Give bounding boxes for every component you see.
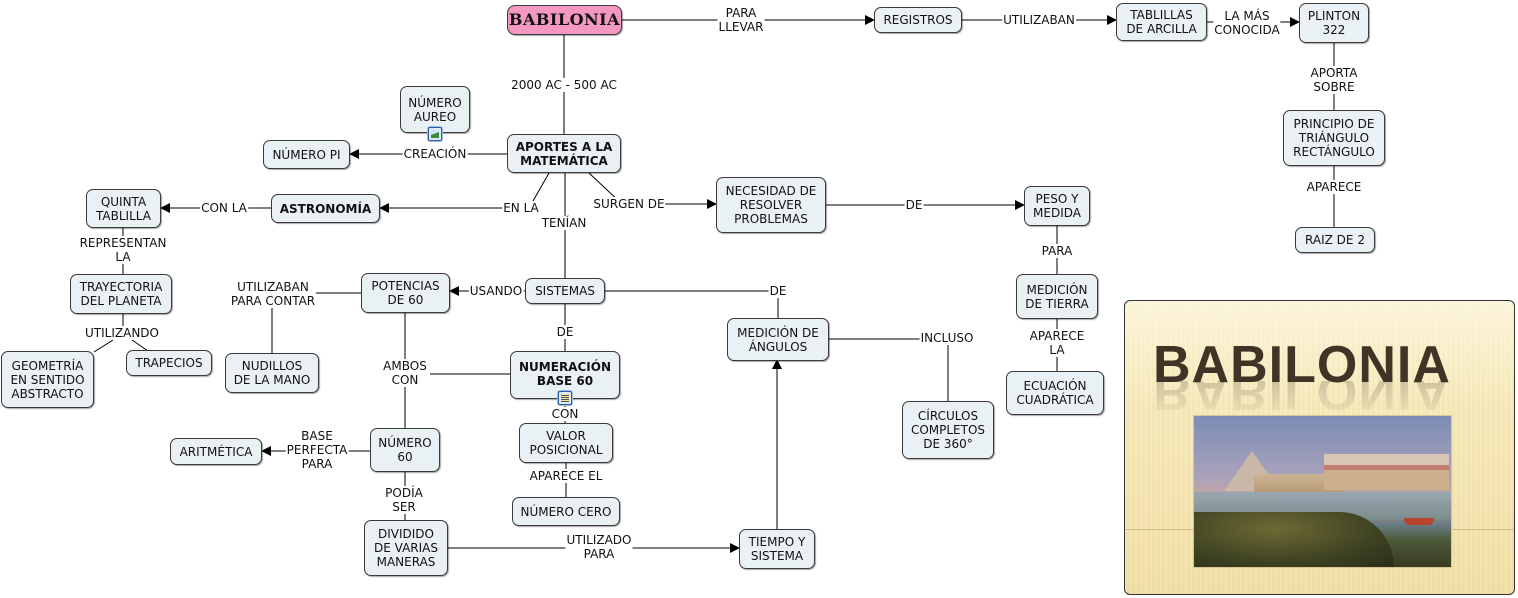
concept-numero-aureo[interactable]: NÚMERO AUREO: [400, 86, 470, 133]
link-surgen-de: SURGEN DE: [592, 197, 666, 211]
link-incluso: INCLUSO: [919, 331, 975, 345]
concept-raiz-de-2[interactable]: RAIZ DE 2: [1295, 227, 1375, 253]
concept-nudillos-de-la-mano[interactable]: NUDILLOS DE LA MANO: [225, 353, 319, 393]
link-para: PARA: [1040, 244, 1074, 258]
concept-dividido-varias-maneras[interactable]: DIVIDIDO DE VARIAS MANERAS: [364, 520, 448, 576]
concept-astronomia[interactable]: ASTRONOMÍA: [271, 194, 380, 223]
link-la-mas-conocida: LA MÁS CONOCIDA: [1213, 9, 1281, 37]
edge-utilizando-geometria: [93, 339, 114, 353]
concept-trapecios[interactable]: TRAPECIOS: [126, 350, 212, 376]
link-para-llevar: PARA LLEVAR: [717, 6, 765, 34]
palace-shape-right: [1324, 454, 1449, 490]
concept-aportes-matematica[interactable]: APORTES A LA MATEMÁTICA: [507, 134, 621, 173]
slide-title: BABILONIA: [1153, 336, 1451, 394]
link-podia-ser: PODÍA SER: [384, 486, 424, 514]
concept-tablillas-de-arcilla[interactable]: TABLILLAS DE ARCILLA: [1116, 3, 1207, 41]
concept-geometria-abstracto[interactable]: GEOMETRÍA EN SENTIDO ABSTRACTO: [1, 351, 94, 408]
link-de-numeracion: DE: [555, 325, 575, 339]
concept-numero-pi[interactable]: NÚMERO PI: [263, 140, 350, 169]
riverbank-shape: [1194, 512, 1394, 567]
link-ambos-con: AMBOS CON: [382, 359, 428, 387]
concept-medicion-de-tierra[interactable]: MEDICIÓN DE TIERRA: [1016, 274, 1098, 319]
link-con-la: CON LA: [200, 201, 248, 215]
link-aporta-sobre: APORTA SOBRE: [1309, 66, 1359, 94]
concept-quinta-tablilla[interactable]: QUINTA TABLILLA: [86, 189, 161, 228]
babilonia-slide-image[interactable]: BABILONIA BABILONIA: [1124, 300, 1515, 595]
link-utilizaban-para-contar: UTILIZABAN PARA CONTAR: [229, 280, 317, 308]
concept-potencias-de-60[interactable]: POTENCIAS DE 60: [361, 273, 450, 313]
concept-registros[interactable]: REGISTROS: [874, 7, 962, 33]
image-resource-icon[interactable]: [428, 127, 442, 141]
concept-numero-cero[interactable]: NÚMERO CERO: [512, 497, 620, 526]
edge-utilizando-trapecios: [131, 339, 149, 352]
link-aparece-la: APARECE LA: [1028, 329, 1086, 357]
link-en-la: EN LA: [502, 201, 540, 215]
concept-tiempo-y-sistema[interactable]: TIEMPO Y SISTEMA: [739, 529, 815, 569]
concept-sistemas[interactable]: SISTEMAS: [525, 278, 605, 304]
link-representan-la: REPRESENTAN LA: [78, 236, 168, 264]
link-utilizaban: UTILIZABAN: [1002, 13, 1076, 27]
link-con: CON: [550, 407, 580, 421]
edge-angulos-circulos: [829, 338, 949, 401]
concept-principio-triangulo[interactable]: PRINCIPIO DE TRIÁNGULO RECTÁNGULO: [1283, 110, 1385, 166]
babylon-palace-painting: [1193, 415, 1452, 568]
link-tenian: TENÍAN: [540, 216, 588, 230]
concept-medicion-de-angulos[interactable]: MEDICIÓN DE ÁNGULOS: [727, 318, 829, 361]
link-utilizado-para: UTILIZADO PARA: [565, 533, 633, 561]
concept-aritmetica[interactable]: ARITMÉTICA: [170, 438, 262, 465]
boat-shape: [1404, 518, 1434, 525]
link-base-perfecta-para: BASE PERFECTA PARA: [285, 429, 349, 471]
link-creacion: CREACIÓN: [402, 147, 468, 161]
link-de-medicion: DE: [768, 284, 788, 298]
link-utilizando: UTILIZANDO: [84, 326, 160, 340]
document-resource-icon[interactable]: [558, 391, 572, 405]
link-aparece-el: APARECE EL: [528, 469, 604, 483]
concept-peso-y-medida[interactable]: PESO Y MEDIDA: [1024, 186, 1090, 226]
link-aparece: APARECE: [1305, 180, 1363, 194]
palace-shape-left: [1254, 474, 1344, 492]
concept-valor-posicional[interactable]: VALOR POSICIONAL: [519, 423, 613, 463]
concept-circulos-360[interactable]: CÍRCULOS COMPLETOS DE 360°: [902, 401, 994, 459]
concept-babilonia[interactable]: BABILONIA: [507, 5, 622, 35]
link-de-peso: DE: [904, 198, 924, 212]
concept-trayectoria-planeta[interactable]: TRAYECTORIA DEL PLANETA: [70, 274, 172, 314]
edge-sistemas-angulos: [604, 290, 779, 318]
concept-ecuacion-cuadratica[interactable]: ECUACIÓN CUADRÁTICA: [1006, 371, 1104, 415]
link-usando: USANDO: [468, 284, 524, 298]
concept-plinton-322[interactable]: PLINTON 322: [1299, 3, 1369, 43]
link-periodo: 2000 AC - 500 AC: [510, 78, 618, 92]
concept-numero-60[interactable]: NÚMERO 60: [370, 428, 440, 472]
concept-necesidad-resolver-problemas[interactable]: NECESIDAD DE RESOLVER PROBLEMAS: [716, 177, 826, 233]
